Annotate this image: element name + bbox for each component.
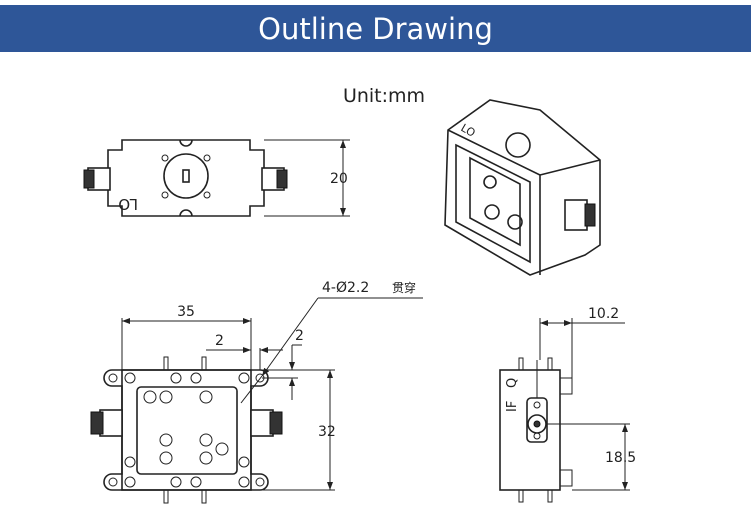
- hole-offset-x-dim: 2: [215, 333, 224, 349]
- height-dim: 32: [318, 424, 336, 440]
- width-dim: 35: [177, 304, 195, 320]
- front-height-dim: 20: [330, 171, 348, 187]
- depth-dim: 10.2: [588, 306, 619, 322]
- unit-label: Unit:mm: [343, 85, 425, 107]
- hole-note: 贯穿: [392, 280, 416, 295]
- hole-callout: 4-Ø2.2: [322, 280, 369, 296]
- front-view: LO 20: [83, 139, 350, 217]
- page-title: Outline Drawing: [258, 11, 493, 46]
- isometric-view: LO: [444, 99, 601, 276]
- title-banner: Outline Drawing: [0, 5, 751, 52]
- hole-offset-y-dim: 2: [295, 328, 304, 344]
- connector-height-dim: 18.5: [605, 450, 636, 466]
- top-view: 35 2 2 32 4-Ø2.2 贯穿: [90, 280, 423, 504]
- if-port-label: IF: [505, 401, 520, 412]
- lo-port-label: LO: [118, 195, 138, 213]
- side-view: IF Q 10.2 18.5: [499, 306, 636, 503]
- iso-lo-label: LO: [459, 121, 478, 140]
- q-port-label: Q: [505, 378, 520, 388]
